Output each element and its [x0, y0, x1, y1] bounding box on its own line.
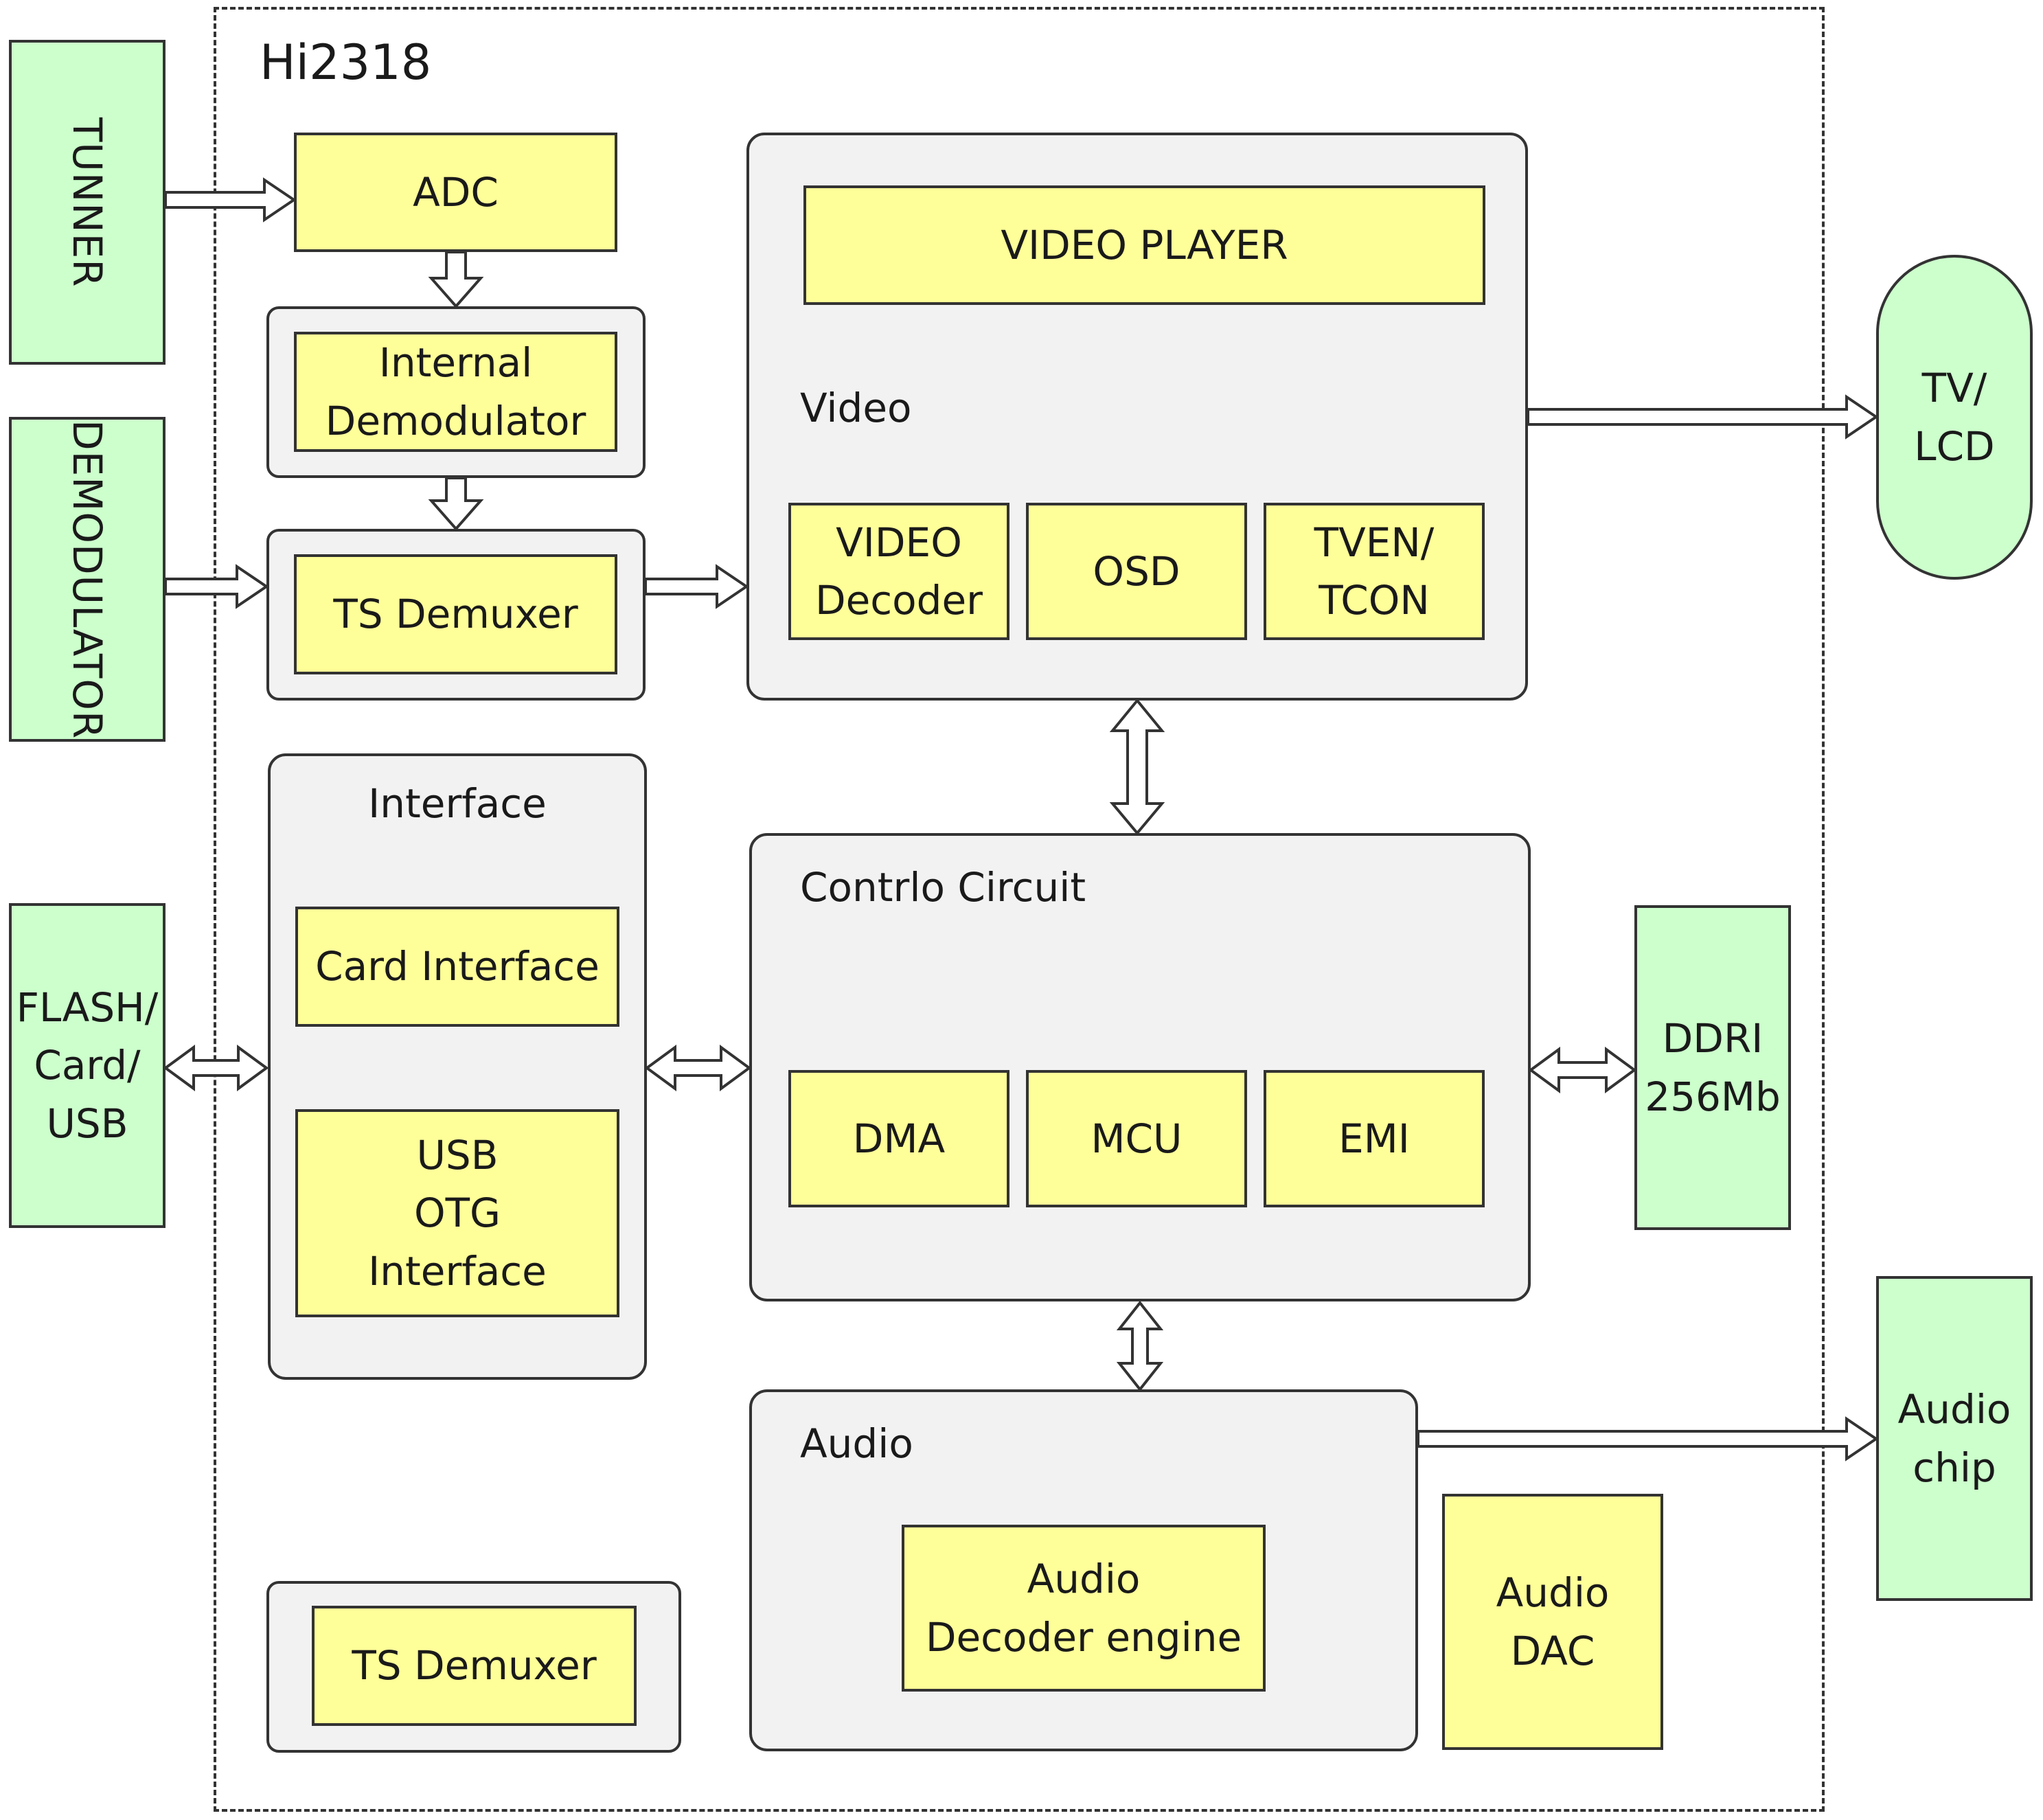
arrow-audio-to-audiochip [1417, 1416, 1879, 1461]
emi-block: EMI [1264, 1070, 1485, 1207]
adc-block: ADC [294, 133, 617, 252]
card-interface-label: Card Interface [315, 943, 600, 990]
chip-boundary [214, 7, 1825, 1812]
arrow-control-ddr [1528, 1047, 1637, 1093]
interface-group-label: Interface [368, 780, 547, 827]
tv-lcd-block: TV/ LCD [1876, 255, 2033, 580]
flash-card-usb-label: FLASH/ Card/ USB [16, 984, 159, 1147]
arrow-flash-interface [163, 1045, 269, 1091]
card-interface-block: Card Interface [295, 907, 619, 1027]
tunner-label: TUNNER [64, 117, 111, 288]
arrow-video-control [1109, 698, 1165, 836]
ts-demuxer-label-bottom: TS Demuxer [352, 1642, 597, 1690]
emi-label: EMI [1338, 1115, 1410, 1162]
dma-block: DMA [788, 1070, 1009, 1207]
arrow-control-audio [1116, 1300, 1164, 1392]
audio-dac-block: Audio DAC [1442, 1494, 1663, 1750]
audio-chip-label: Audio chip [1897, 1386, 2011, 1491]
audio-decoder-engine-label: Audio Decoder engine [925, 1556, 1242, 1661]
arrow-video-to-tv [1527, 394, 1879, 440]
adc-label: ADC [413, 168, 499, 216]
arrow-interface-control [644, 1045, 752, 1091]
audio-group-label: Audio [800, 1420, 913, 1467]
ddr-label: DDRI 256Mb [1645, 1015, 1781, 1120]
demodulator-label: DEMODULATOR [64, 419, 111, 740]
flash-card-usb-block: FLASH/ Card/ USB [9, 903, 166, 1228]
arrow-tunner-to-adc [164, 177, 297, 223]
control-circuit-group [749, 833, 1531, 1301]
video-player-block: VIDEO PLAYER [803, 185, 1485, 305]
mcu-label: MCU [1091, 1115, 1183, 1162]
ddr-block: DDRI 256Mb [1634, 905, 1791, 1230]
ts-demuxer-label-top: TS Demuxer [333, 591, 578, 638]
arrow-adc-to-demod [428, 251, 484, 309]
dma-label: DMA [852, 1115, 946, 1162]
mcu-block: MCU [1026, 1070, 1247, 1207]
usb-otg-interface-block: USB OTG Interface [295, 1109, 619, 1317]
arrow-demod-to-tsdemux [428, 477, 484, 532]
video-decoder-block: VIDEO Decoder [788, 503, 1009, 640]
tven-tcon-block: TVEN/ TCON [1264, 503, 1485, 640]
audio-decoder-engine-block: Audio Decoder engine [902, 1525, 1266, 1692]
osd-label: OSD [1093, 547, 1180, 595]
video-decoder-label: VIDEO Decoder [814, 519, 983, 624]
tv-lcd-label: TV/ LCD [1914, 365, 1995, 470]
tunner-block: TUNNER [9, 40, 166, 365]
internal-demodulator-label: Internal Demodulator [325, 339, 586, 444]
ts-demuxer-block-bottom: TS Demuxer [312, 1606, 637, 1726]
video-player-label: VIDEO PLAYER [1001, 221, 1288, 269]
internal-demodulator-block: Internal Demodulator [294, 332, 617, 452]
tven-tcon-label: TVEN/ TCON [1314, 519, 1435, 624]
video-group-label: Video [800, 385, 912, 431]
audio-chip-block: Audio chip [1876, 1276, 2033, 1601]
osd-block: OSD [1026, 503, 1247, 640]
usb-otg-interface-label: USB OTG Interface [368, 1132, 547, 1295]
arrow-tsdemux-to-video [644, 564, 749, 609]
control-circuit-group-label: Contrlo Circuit [800, 864, 1086, 911]
audio-dac-label: Audio DAC [1496, 1569, 1610, 1674]
chip-title: Hi2318 [260, 34, 432, 91]
arrow-demodulator-to-tsdemux [164, 564, 269, 609]
demodulator-block: DEMODULATOR [9, 417, 166, 742]
ts-demuxer-block-top: TS Demuxer [294, 554, 617, 674]
